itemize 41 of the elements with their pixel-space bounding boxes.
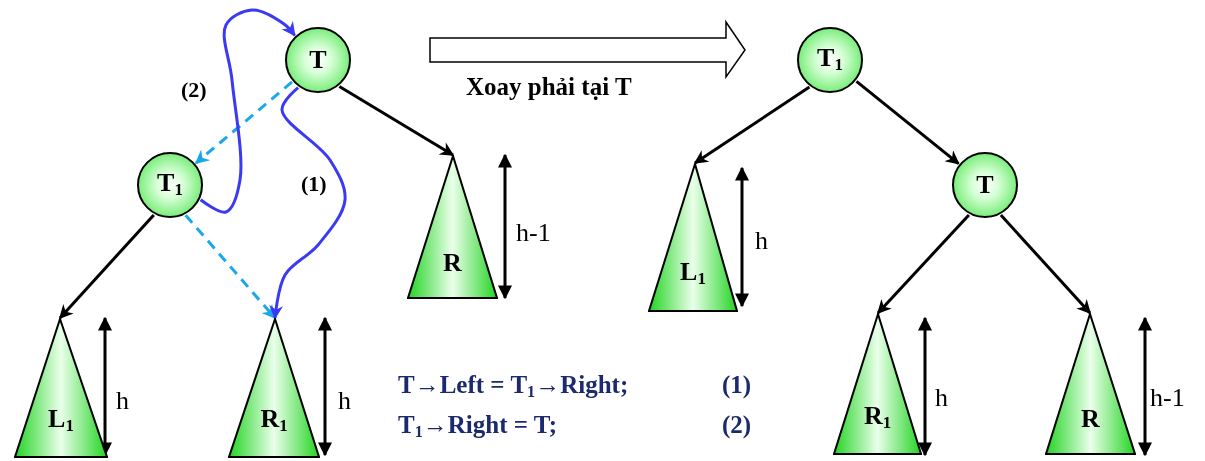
arrow bbox=[855, 80, 960, 165]
tree-node-circle bbox=[285, 27, 351, 93]
height-label: h bbox=[338, 388, 351, 414]
node-label: L$_{1}$ bbox=[47, 406, 75, 436]
node-label: R bbox=[442, 249, 463, 276]
code-text: (2) bbox=[722, 412, 752, 437]
height-label: h bbox=[755, 228, 768, 254]
height-label: h bbox=[935, 385, 948, 411]
subtree-triangle bbox=[228, 318, 320, 458]
tree-node-circle bbox=[137, 152, 203, 218]
code-text: T$_{1}$→Right = T; bbox=[398, 412, 557, 441]
height-label: h bbox=[116, 388, 129, 414]
node-label: R bbox=[1080, 406, 1101, 433]
curved-arrow bbox=[269, 86, 347, 320]
subtree-triangle bbox=[833, 313, 922, 455]
arrow bbox=[999, 214, 1092, 315]
node-label: T$_{1}$ bbox=[157, 170, 183, 200]
node-label: T$_{1}$ bbox=[817, 45, 843, 75]
node-label: R$_{1}$ bbox=[862, 403, 893, 433]
tree-node-circle bbox=[797, 27, 863, 93]
arrow bbox=[693, 85, 811, 165]
height-label: h-1 bbox=[1150, 385, 1185, 411]
subtree-triangle bbox=[407, 155, 498, 299]
arrow bbox=[338, 85, 455, 157]
node-label: T bbox=[309, 47, 327, 73]
rotation-caption: Xoay phải tại T bbox=[466, 74, 632, 99]
code-text: (1) bbox=[722, 372, 752, 397]
arrow bbox=[876, 213, 970, 315]
subtree-triangle bbox=[648, 163, 738, 312]
node-label: L$_{1}$ bbox=[679, 259, 707, 289]
subtree-triangle bbox=[1045, 313, 1136, 455]
arrow bbox=[58, 213, 155, 320]
height-label: h-1 bbox=[516, 220, 551, 246]
dashed-arrow bbox=[184, 214, 277, 320]
node-label: T bbox=[976, 172, 994, 198]
subtree-triangle bbox=[14, 318, 108, 458]
tree-node-circle bbox=[952, 152, 1018, 218]
node-label: R$_{1}$ bbox=[259, 406, 289, 436]
dashed-arrow bbox=[194, 80, 293, 165]
curved-arrow bbox=[199, 8, 296, 214]
code-text: T→Left = T$_{1}$→Right; bbox=[398, 372, 629, 401]
